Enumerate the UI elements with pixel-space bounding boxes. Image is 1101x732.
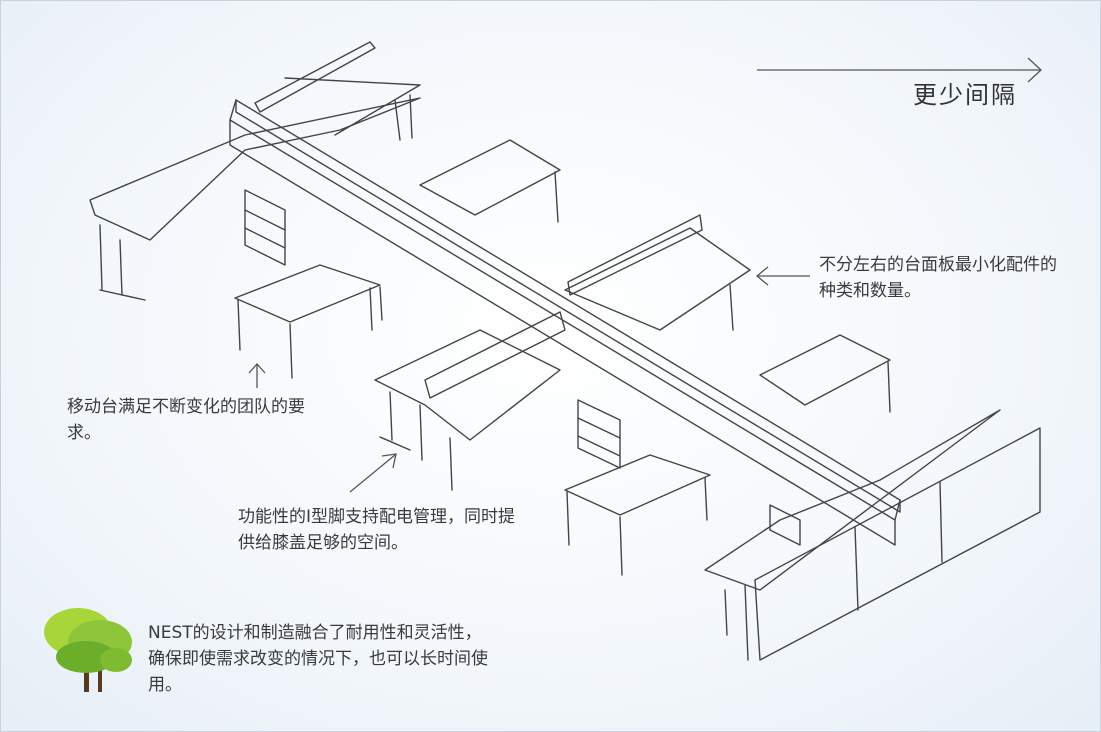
tree-icon xyxy=(44,608,132,692)
desk-top-right xyxy=(564,227,751,331)
title-arrow-icon xyxy=(757,57,1042,83)
counter-arrow-icon xyxy=(755,266,810,286)
mobile-table xyxy=(234,264,381,323)
desk-top-center xyxy=(374,329,561,441)
tall-panel xyxy=(754,427,1041,661)
mobile-arrow-icon xyxy=(248,363,266,388)
page-title: 更少间隔 xyxy=(913,81,1017,109)
drawer-pedestal-2 xyxy=(577,399,621,469)
drawer-pedestal-1 xyxy=(244,189,286,266)
desk-top-upper-left xyxy=(89,97,421,241)
mobile-table-lower xyxy=(564,454,711,516)
desk-top-lower-right xyxy=(704,409,1001,591)
desk-top-upper-middle xyxy=(419,139,561,216)
note-mobile-table: 移动台满足不断变化的团队的要求。 xyxy=(67,397,305,443)
note-i-leg: 功能性的I型脚支持配电管理，同时提供给膝盖足够的空间。 xyxy=(238,507,516,553)
spine-panel-face xyxy=(229,119,896,546)
note-counter-panel: 不分左右的台面板最小化配件的种类和数量。 xyxy=(819,255,1057,301)
note-nest: NEST的设计和制造融合了耐用性和灵活性，确保即使需求改变的情况下，也可以长时间… xyxy=(148,623,488,695)
spine-panel xyxy=(235,99,901,513)
leg-arrow-icon xyxy=(349,453,397,493)
